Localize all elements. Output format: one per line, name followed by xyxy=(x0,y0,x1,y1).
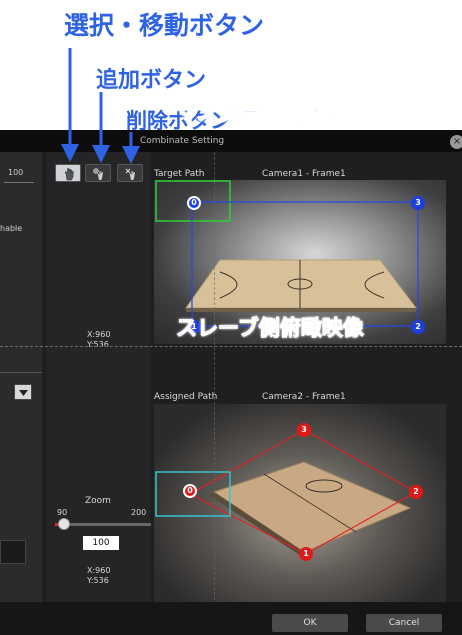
assigned-path-label: Assigned Path xyxy=(154,392,218,402)
close-button[interactable]: × xyxy=(450,135,462,149)
master-point-1[interactable]: 1 xyxy=(187,320,201,334)
left-label-clipped: hable xyxy=(0,224,23,233)
add-point-button[interactable] xyxy=(85,164,111,182)
slave-point-2[interactable]: 2 xyxy=(409,485,423,499)
left-value: 100 xyxy=(8,168,24,177)
cancel-button[interactable]: Cancel xyxy=(366,614,442,632)
zoom-min-label: 90 xyxy=(57,508,68,517)
add-button-caption: 追加ボタン xyxy=(96,68,207,93)
zoom-label: Zoom xyxy=(85,496,111,506)
hand-icon xyxy=(64,168,74,181)
slave-point-3[interactable]: 3 xyxy=(297,423,311,437)
delete-button-caption: 削除ボタン xyxy=(126,109,231,133)
slave-point-1[interactable]: 1 xyxy=(299,547,313,561)
divider xyxy=(4,182,34,183)
divider xyxy=(0,372,42,373)
target-path-label: Target Path xyxy=(154,169,205,179)
combinate-setting-dialog: Combinate Setting × 100 hable xyxy=(0,130,462,635)
zoom-slider[interactable] xyxy=(55,518,151,530)
select-move-button[interactable] xyxy=(55,164,81,182)
slave-overhead-view[interactable] xyxy=(154,404,446,606)
dialog-title: Combinate Setting xyxy=(140,136,225,146)
top-coord-y: Y:536 xyxy=(87,340,109,349)
master-overlay-caption: マスター側俯瞰映像 xyxy=(176,101,366,126)
zoom-max-label: 200 xyxy=(131,508,147,517)
tool-column: X:960 Y:536 Zoom 90 200 100 X:960 Y:536 xyxy=(47,152,151,602)
bottom-coord-y: Y:536 xyxy=(87,576,109,585)
section-divider xyxy=(0,346,462,347)
delete-point-icon xyxy=(125,168,135,180)
delete-point-button[interactable] xyxy=(117,164,143,182)
center-guide-line xyxy=(214,152,215,635)
annotation-arrows xyxy=(61,48,140,164)
bottom-coord-x: X:960 xyxy=(87,566,111,575)
master-court-image xyxy=(155,180,419,327)
zoom-value-input[interactable]: 100 xyxy=(83,536,119,550)
master-point-2[interactable]: 2 xyxy=(411,320,425,334)
master-overhead-view[interactable] xyxy=(154,180,446,344)
select-move-button-caption: 選択・移動ボタン xyxy=(64,11,265,40)
slave-overlay-caption: スレーブ側俯瞰映像 xyxy=(176,316,365,341)
add-point-icon xyxy=(93,168,103,180)
master-point-0[interactable]: 0 xyxy=(187,196,201,210)
dialog-footer: OK Cancel xyxy=(0,602,462,635)
chevron-down-icon xyxy=(19,390,28,396)
title-bar: Combinate Setting × xyxy=(0,130,462,152)
slave-point-0[interactable]: 0 xyxy=(183,484,197,498)
bottom-coordinate-readout: X:960 Y:536 xyxy=(87,566,110,586)
top-coord-x: X:960 xyxy=(87,330,111,339)
camera2-frame-label: Camera2 - Frame1 xyxy=(262,392,346,402)
left-input-box[interactable] xyxy=(0,540,26,564)
dropdown-button[interactable] xyxy=(14,384,32,400)
selection-box xyxy=(155,180,231,222)
zoom-slider-thumb[interactable] xyxy=(58,518,70,530)
ok-button[interactable]: OK xyxy=(272,614,348,632)
camera1-frame-label: Camera1 - Frame1 xyxy=(262,169,346,179)
top-coordinate-readout: X:960 Y:536 xyxy=(87,330,110,350)
master-point-3[interactable]: 3 xyxy=(411,196,425,210)
selection-box xyxy=(155,471,231,517)
left-settings-panel: 100 hable xyxy=(0,152,42,602)
